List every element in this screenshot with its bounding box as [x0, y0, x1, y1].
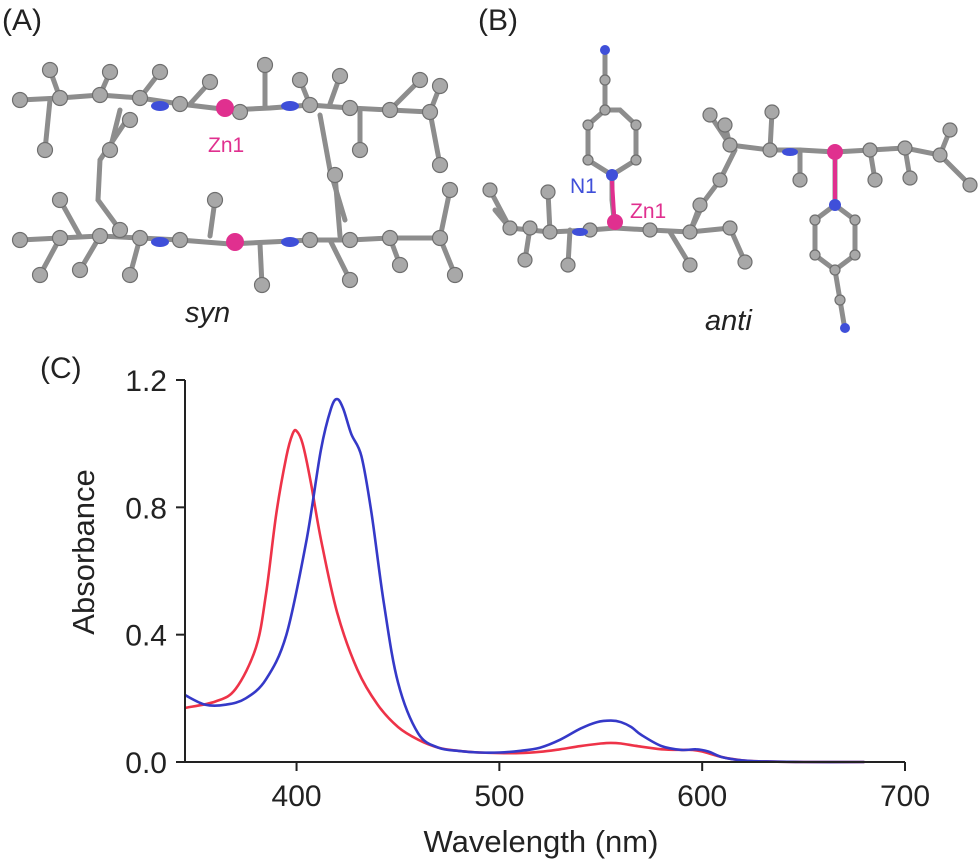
y-tick-label: 0.4 — [125, 620, 167, 653]
series-layer — [184, 397, 865, 764]
syn-caption: syn — [185, 297, 230, 329]
panel-b-label: (B) — [478, 4, 518, 37]
x-tick-label: 500 — [474, 780, 524, 813]
panel-a-label: (A) — [2, 4, 42, 37]
n1-label-b: N1 — [570, 175, 597, 198]
panel-c-label: (C) — [40, 352, 82, 385]
y-tick-label: 0.0 — [125, 747, 167, 780]
x-tick-label: 700 — [880, 780, 930, 813]
zn1-label-a: Zn1 — [208, 134, 244, 157]
x-tick-label: 400 — [272, 780, 322, 813]
anti-structure — [482, 45, 978, 333]
series-line-1 — [184, 428, 865, 764]
y-ticks: 0.0 0.4 0.8 1.2 — [125, 365, 185, 780]
y-tick-label: 1.2 — [125, 365, 167, 398]
zn1-label-b: Zn1 — [630, 200, 666, 223]
x-axis-title: Wavelength (nm) — [424, 824, 659, 859]
x-ticks: 400 500 600 700 — [272, 762, 930, 813]
x-tick-label: 600 — [677, 780, 727, 813]
syn-structure — [11, 56, 464, 294]
absorbance-chart: 0.0 0.4 0.8 1.2 400 500 600 700 Absorbance Wav… — [66, 365, 930, 859]
anti-caption: anti — [705, 305, 753, 337]
y-axis-title: Absorbance — [66, 469, 101, 634]
series-line-2 — [184, 397, 865, 764]
y-tick-label: 0.8 — [125, 492, 167, 525]
